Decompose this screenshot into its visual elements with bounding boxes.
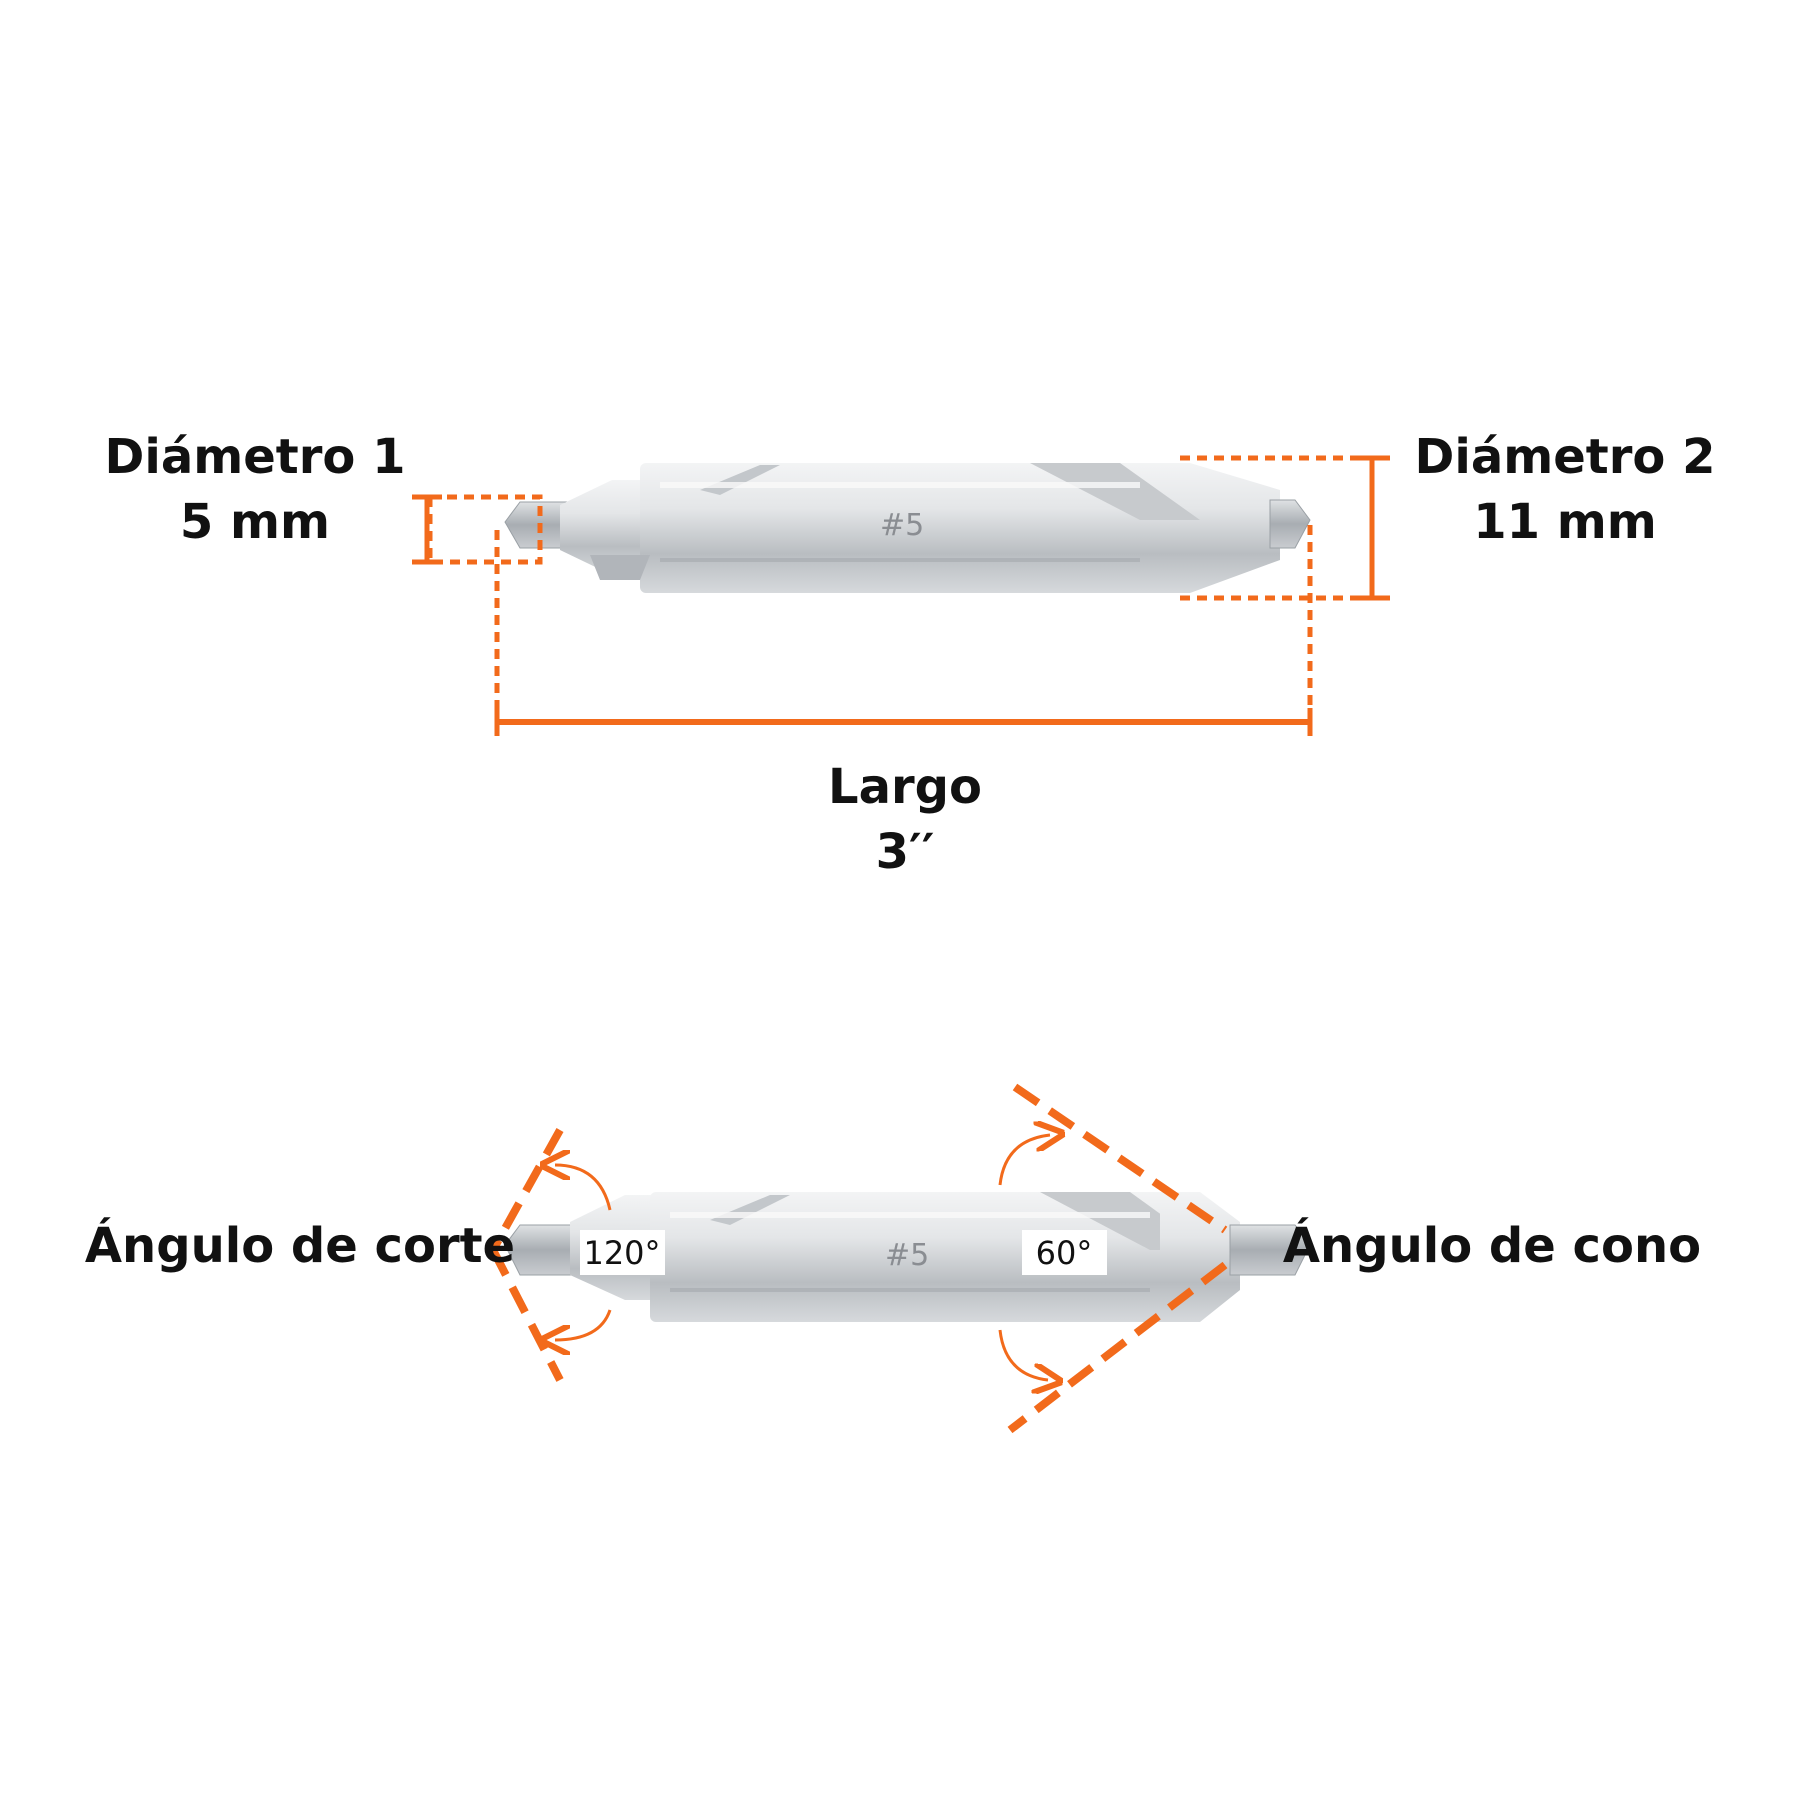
cut-angle-lines — [489, 1128, 612, 1382]
length-title: Largo — [828, 759, 982, 815]
diameter1-value: 5 mm — [180, 494, 330, 550]
diameter2-title: Diámetro 2 — [1415, 429, 1716, 485]
diameter2-marker — [1180, 455, 1390, 601]
top-engraving: #5 — [880, 508, 924, 543]
cut-angle-title: Ángulo de corte — [85, 1217, 515, 1274]
length-value: 3′′ — [876, 824, 935, 880]
cut-angle-label-bg — [580, 1230, 665, 1275]
diameter2-value: 11 mm — [1473, 494, 1657, 550]
cone-angle-lines — [998, 1083, 1228, 1434]
cone-angle-value: 60° — [1036, 1234, 1093, 1272]
diameter1-marker — [412, 494, 543, 565]
cone-angle-title: Ángulo de cono — [1283, 1217, 1701, 1274]
cone-angle-label-bg — [1022, 1230, 1107, 1275]
top-drill-bit — [504, 463, 1311, 593]
cut-angle-value: 120° — [583, 1234, 660, 1272]
diameter1-title: Diámetro 1 — [105, 429, 406, 485]
bottom-engraving: #5 — [885, 1238, 929, 1273]
length-marker — [494, 525, 1313, 736]
